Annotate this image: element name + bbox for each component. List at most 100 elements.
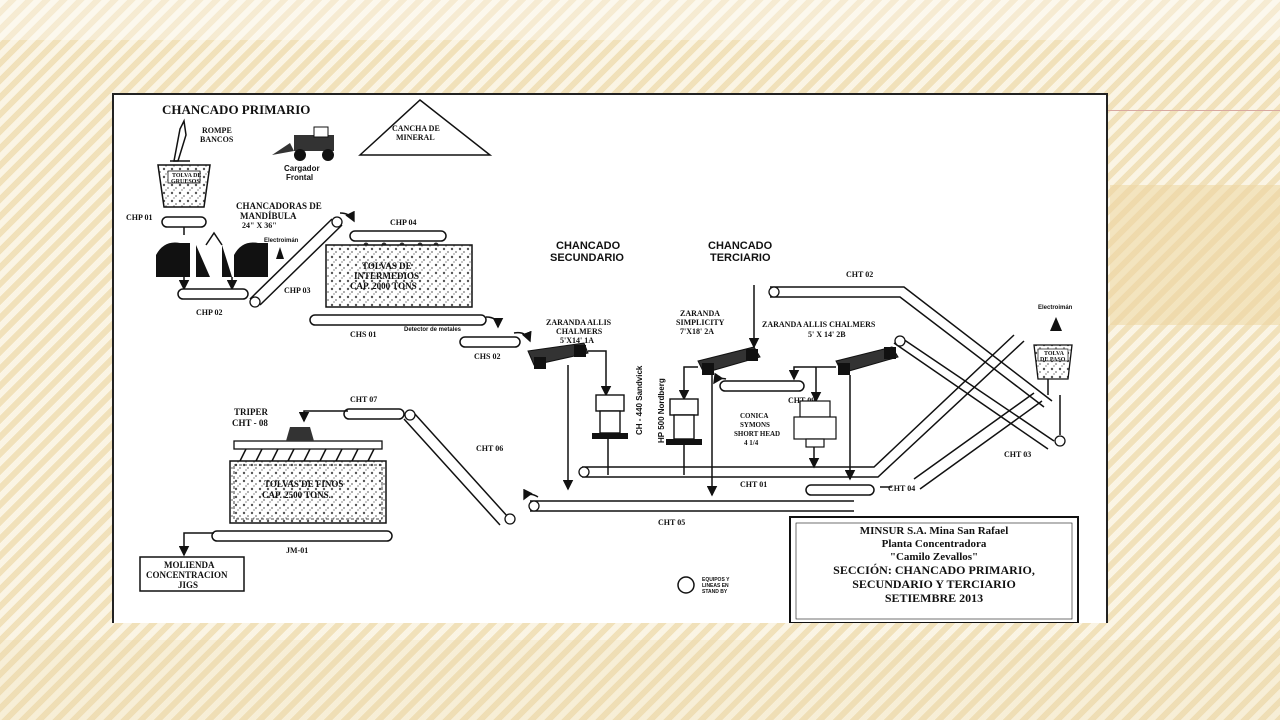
label-tolva-gruesos-1: TOLVA DE [172, 173, 201, 179]
label-zaranda-2a-2: SIMPLICITY [676, 318, 725, 327]
label-chancadoras-2: MANDÍBULA [240, 211, 297, 221]
label-zaranda-2b-2: 5' X 14' 2B [808, 330, 846, 339]
cone-crusher-ch440 [592, 394, 628, 439]
tripper-chutes [239, 448, 375, 462]
label-legend-3: STAND BY [702, 589, 728, 595]
conveyor-cht05 [528, 500, 854, 512]
label-conica-1: CONICA [740, 412, 768, 420]
label-chancadoras-1: CHANCADORAS DE [236, 201, 322, 211]
slide-decor-block-bottom [0, 640, 1280, 720]
label-chancado-ter-2: TERCIARIO [710, 252, 771, 264]
label-conica-2: SYMONS [740, 421, 770, 429]
label-tolvas-finos-1: TOLVAS DE FINOS [264, 479, 343, 489]
conveyor-cht04 [805, 484, 875, 496]
label-chs02: CHS 02 [474, 352, 500, 361]
conveyor-chs02 [459, 336, 521, 348]
label-chs01: CHS 01 [350, 330, 376, 339]
label-zaranda-2b-1: ZARANDA ALLIS CHALMERS [762, 320, 876, 329]
flow-diagram-frame: CHANCADO PRIMARIO ROMPE BANCOS Cargador … [112, 93, 1108, 623]
cone-crusher-hp500 [666, 398, 702, 445]
conveyor-jm01 [211, 530, 393, 542]
label-molienda-1: MOLIENDA [164, 560, 215, 570]
grinding-box [139, 556, 245, 592]
label-cancha-1: CANCHA DE [392, 124, 440, 133]
title-line-4: SECCIÓN: CHANCADO PRIMARIO, [833, 563, 1035, 577]
label-cht05: CHT 05 [658, 518, 685, 527]
front-loader-icon [272, 126, 334, 161]
label-jm01: JM-01 [286, 546, 308, 555]
tripper-car [233, 427, 383, 450]
label-tolvas-inter-2: INTERMEDIOS [354, 271, 419, 281]
label-chp02: CHP 02 [196, 308, 222, 317]
intermediate-bins [325, 244, 473, 308]
screen-1a [527, 342, 589, 369]
label-cht02: CHT 02 [846, 270, 873, 279]
cone-crusher-symons [793, 400, 837, 448]
conveyor-cht01 [578, 334, 1025, 478]
label-ch440: CH - 440 Sandvick [635, 365, 644, 435]
conveyor-chp02 [177, 288, 249, 300]
standby-legend-icon [677, 576, 695, 594]
label-chancado-sec-2: SECUNDARIO [550, 252, 624, 264]
conveyor-cht03 [893, 335, 1066, 450]
label-zaranda-2a-3: 7'X18' 2A [680, 327, 714, 336]
label-electroiman-1: Electroimán [264, 238, 299, 244]
label-chp01: CHP 01 [126, 213, 152, 222]
slide-top-band [0, 0, 1280, 40]
label-conica-3: SHORT HEAD [734, 430, 780, 438]
label-triper-2: CHT - 08 [232, 418, 268, 428]
label-zaranda-1a-3: 5'X14' 1A [560, 336, 594, 345]
label-zaranda-1a-2: CHALMERS [556, 327, 603, 336]
label-cht01: CHT 01 [740, 480, 767, 489]
label-chp04: CHP 04 [390, 218, 416, 227]
conveyor-chp03 [249, 216, 343, 308]
conveyor-cht02 [768, 286, 1053, 408]
label-tolva-paso-1: TOLVA [1044, 351, 1065, 357]
conveyor-cht07 [343, 408, 405, 420]
electromagnet-icon [276, 247, 284, 259]
label-tolvas-inter-1: TOLVAS DE [362, 261, 412, 271]
label-zaranda-1a-1: ZARANDA ALLIS [546, 318, 612, 327]
label-legend-2: LINEAS EN [702, 583, 729, 589]
label-chancado-ter-1: CHANCADO [708, 240, 773, 252]
conveyor-chp04 [349, 230, 447, 242]
label-tolva-gruesos-2: GRUESOS [171, 179, 200, 185]
label-triper-1: TRIPER [234, 407, 269, 417]
screen-2a [697, 346, 761, 375]
rock-breaker-icon [170, 118, 190, 162]
title-line-5: SECUNDARIO Y TERCIARIO [852, 577, 1016, 591]
label-hp500: HP 500 Nordberg [657, 378, 666, 443]
label-detector: Detector de metales [404, 327, 462, 333]
label-cht04: CHT 04 [888, 484, 915, 493]
slide-decor-block-right [1110, 185, 1280, 325]
label-chancadoras-3: 24" X 36" [242, 221, 277, 230]
crushing-flow-diagram: CHANCADO PRIMARIO ROMPE BANCOS Cargador … [126, 99, 1079, 623]
label-cancha-2: MINERAL [396, 133, 435, 142]
fines-bins [229, 460, 387, 524]
title-line-2: Planta Concentradora [882, 538, 987, 550]
conveyor-cht09 [719, 380, 805, 392]
label-molienda-3: JIGS [178, 580, 198, 590]
label-cargador-1: Cargador [284, 164, 320, 173]
label-chancado-primario: CHANCADO PRIMARIO [162, 102, 310, 117]
label-chancado-sec-1: CHANCADO [556, 240, 621, 252]
conveyor-cht06 [403, 409, 516, 526]
ore-stockpile-shape [358, 99, 493, 156]
label-cht03: CHT 03 [1004, 450, 1031, 459]
title-line-6: SETIEMBRE 2013 [885, 591, 983, 605]
jaw-crusher-right [222, 242, 268, 277]
jaw-crusher-left [156, 242, 210, 277]
electromagnet-icon-2 [1050, 317, 1062, 331]
slide-divider-line [1108, 110, 1280, 111]
label-rompe-2: BANCOS [200, 135, 234, 144]
label-legend-1: EQUIPOS Y [702, 577, 730, 583]
title-line-1: MINSUR S.A. Mina San Rafael [860, 525, 1009, 537]
label-electroiman-2: Electroimán [1038, 305, 1073, 311]
label-cht07: CHT 07 [350, 395, 377, 404]
label-cargador-2: Frontal [286, 173, 313, 182]
label-rompe-1: ROMPE [202, 126, 232, 135]
label-molienda-2: CONCENTRACION [146, 570, 228, 580]
title-line-3: "Camilo Zevallos" [890, 551, 978, 563]
screen-2b [835, 346, 899, 375]
conveyor-chp01 [161, 216, 207, 228]
